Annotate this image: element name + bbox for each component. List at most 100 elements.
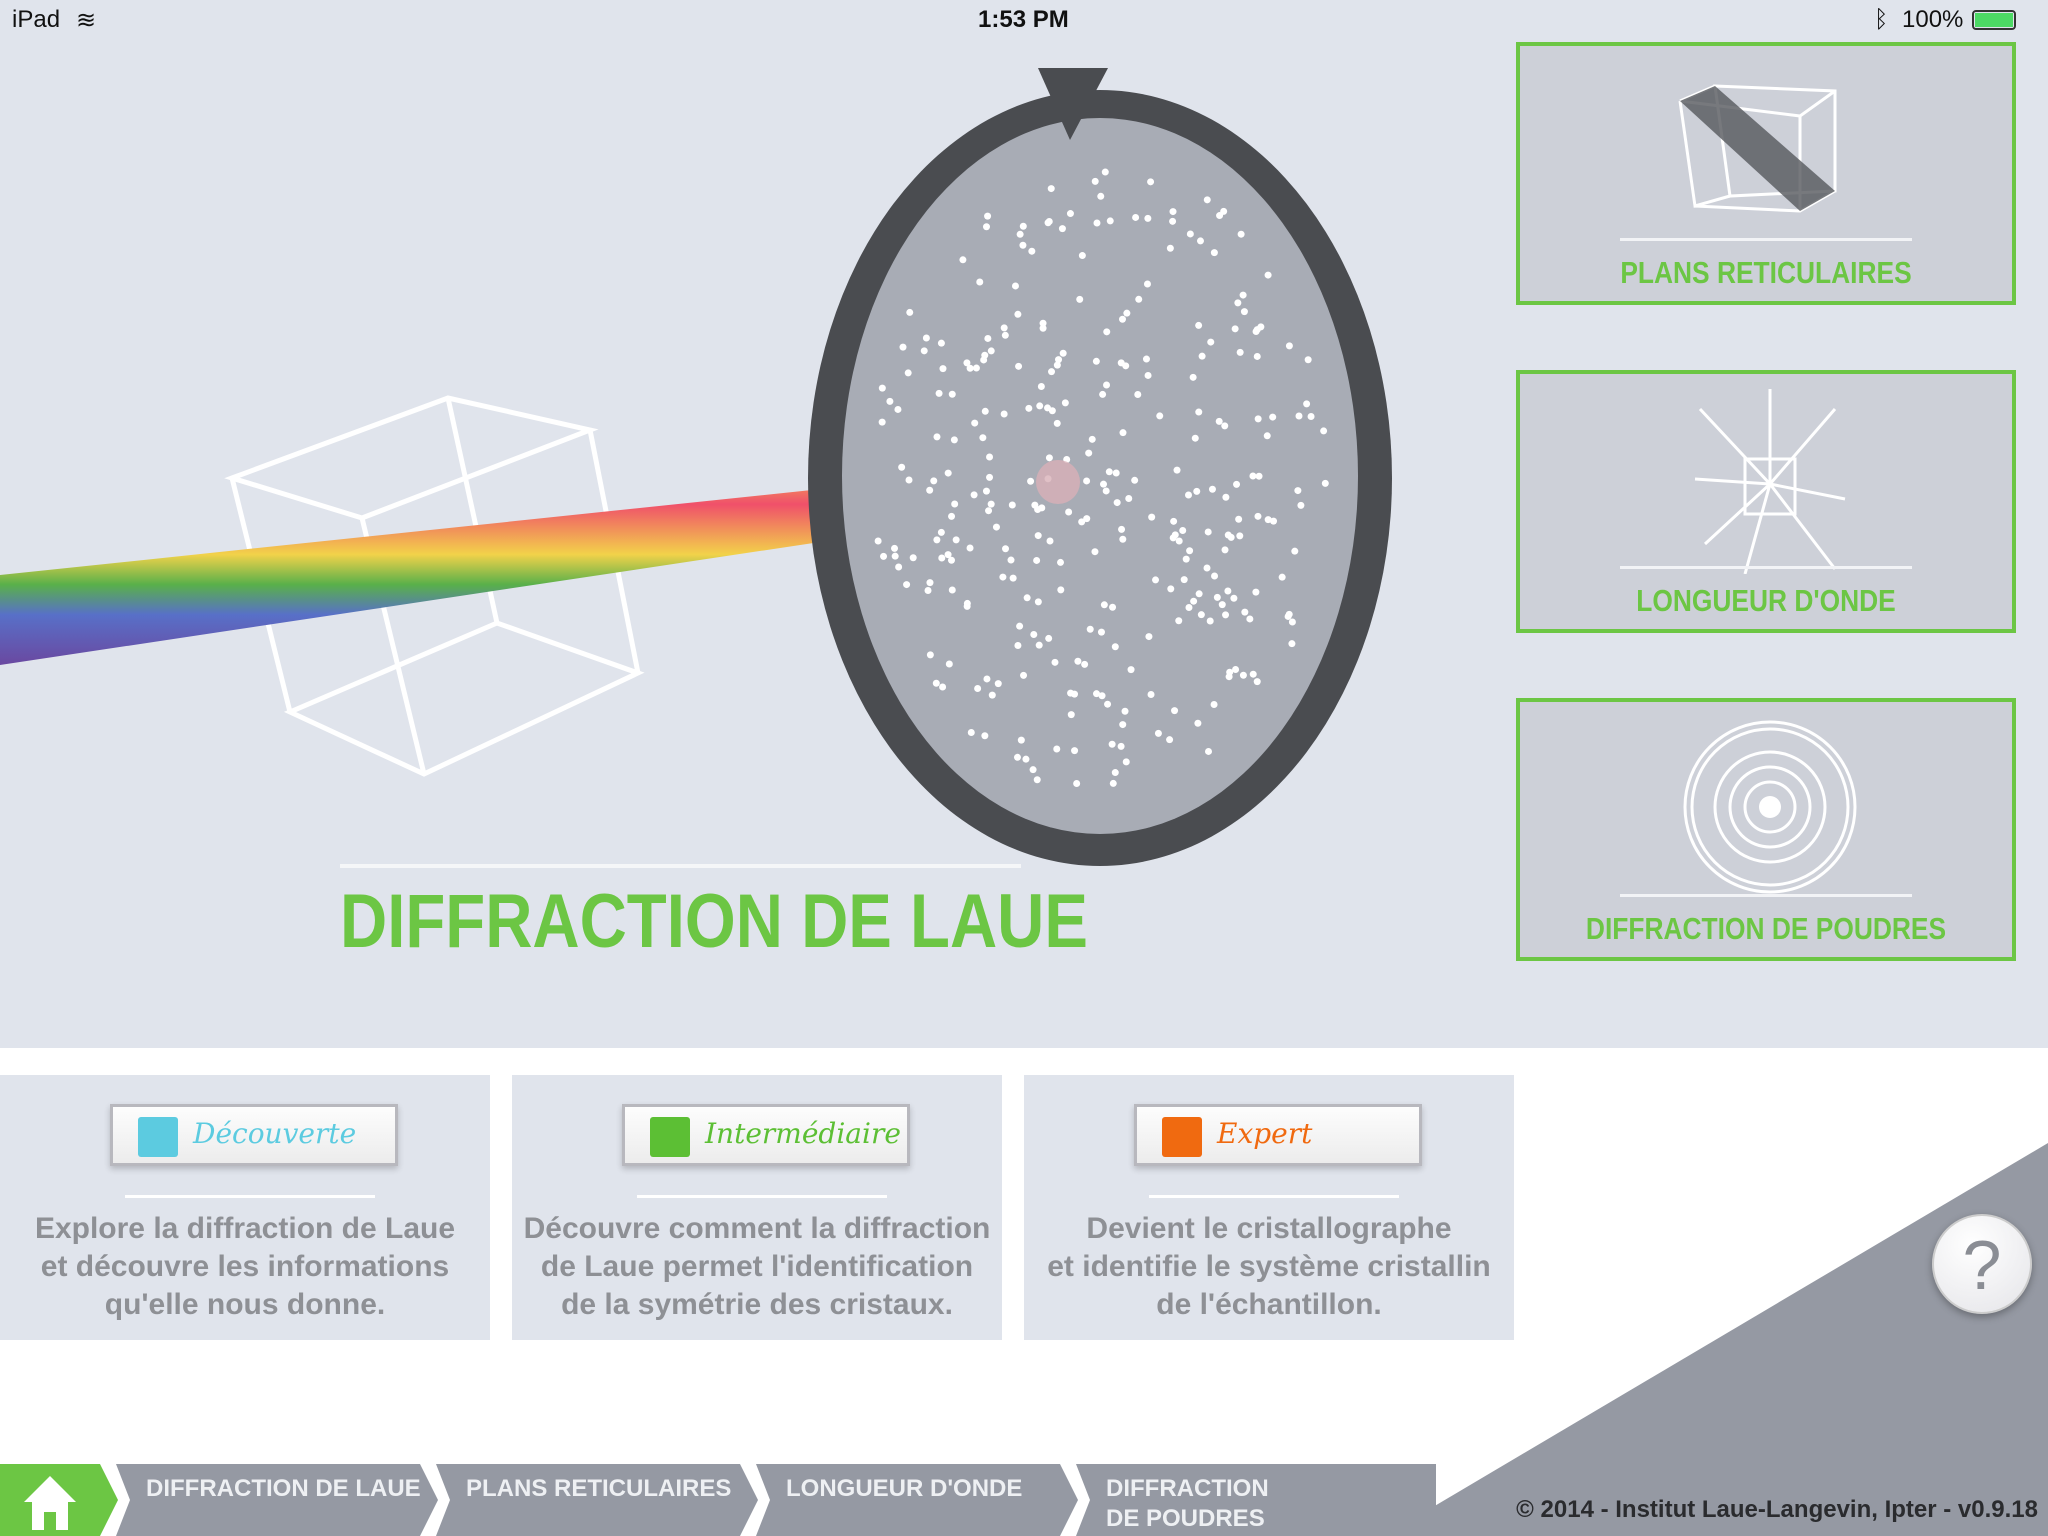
diffraction-spot — [966, 364, 974, 372]
diffraction-spot — [1034, 598, 1042, 606]
diffraction-spot — [982, 487, 990, 495]
diffraction-spot — [1093, 690, 1101, 698]
diffraction-spot — [1132, 213, 1140, 221]
diffraction-spot — [985, 507, 993, 515]
diffraction-spot — [1016, 622, 1024, 630]
diffraction-spot — [1195, 408, 1203, 416]
diffraction-spot — [1191, 434, 1199, 442]
diffraction-spot — [1039, 324, 1047, 332]
diffraction-spot — [1100, 480, 1108, 488]
diffraction-spot — [903, 581, 911, 589]
diffraction-spot — [1013, 753, 1021, 761]
diffraction-spot — [1045, 634, 1053, 642]
diffraction-spot — [904, 369, 912, 377]
expert-button[interactable]: Expert — [1134, 1104, 1422, 1166]
diffraction-spot — [1134, 390, 1142, 398]
diffraction-spot — [1131, 476, 1139, 484]
diffraction-spot — [899, 343, 907, 351]
breadcrumb-diffraction-de-poudres[interactable]: DIFFRACTION DE POUDRES — [1076, 1464, 1436, 1536]
diffraction-spot — [1028, 247, 1036, 255]
diffraction-spot — [1100, 601, 1108, 609]
help-button[interactable]: ? — [1932, 1214, 2032, 1314]
diffraction-spot — [1135, 295, 1143, 303]
home-button[interactable] — [0, 1464, 118, 1536]
diffraction-spot — [1016, 230, 1024, 238]
diffraction-spot — [951, 500, 959, 508]
diffraction-spot — [1093, 219, 1101, 227]
diffraction-spot — [1117, 742, 1125, 750]
diffraction-spot — [947, 556, 955, 564]
diffraction-spot — [1074, 657, 1082, 665]
diffraction-spot — [1127, 666, 1135, 674]
diffraction-spot — [970, 491, 978, 499]
diffraction-spot — [891, 552, 899, 560]
diffraction-spot — [1254, 415, 1262, 423]
laue-illustration — [0, 68, 1392, 866]
diffraction-spot — [926, 651, 934, 659]
diffraction-spot — [1034, 506, 1042, 514]
diffraction-spot — [948, 586, 956, 594]
diffraction-spot — [979, 434, 987, 442]
diffraction-spot — [1118, 525, 1126, 533]
card-plans-reticulaires[interactable]: PLANS RETICULAIRES — [1516, 42, 2016, 305]
diffraction-spot — [1108, 740, 1116, 748]
breadcrumb-plans-reticulaires[interactable]: PLANS RETICULAIRES — [436, 1464, 758, 1536]
diffraction-spot — [1086, 625, 1094, 633]
diffraction-spot — [1264, 271, 1272, 279]
clock: 1:53 PM — [978, 6, 1069, 33]
diffraction-spot — [1023, 594, 1031, 602]
diffraction-spot — [1252, 588, 1260, 596]
diffraction-spot — [1303, 400, 1311, 408]
diffraction-spot — [1185, 603, 1193, 611]
diffraction-spot — [999, 573, 1007, 581]
diffraction-spot — [976, 278, 984, 286]
diffraction-spot — [1097, 628, 1105, 636]
diffraction-spot — [983, 675, 991, 683]
diffraction-spot — [986, 453, 994, 461]
diffraction-spot — [1198, 352, 1206, 360]
diffraction-spot — [971, 419, 979, 427]
diffraction-spot — [1144, 214, 1152, 222]
diffraction-spot — [937, 339, 945, 347]
diffraction-spot — [1210, 249, 1218, 257]
level-color-icon — [650, 1117, 690, 1157]
decouverte-button[interactable]: Découverte — [110, 1104, 398, 1166]
diffraction-spot — [984, 212, 992, 220]
diffraction-spot — [878, 384, 886, 392]
diffraction-spot — [1147, 691, 1155, 699]
breadcrumb-diffraction-de-laue[interactable]: DIFFRACTION DE LAUE — [116, 1464, 438, 1536]
diffraction-spot — [1067, 711, 1075, 719]
diffraction-spot — [1091, 177, 1099, 185]
diffraction-spot — [880, 552, 888, 560]
status-bar: iPad ≋ 1:53 PM ᛒ 100% — [0, 0, 2048, 40]
intermediaire-button[interactable]: Intermédiaire — [622, 1104, 910, 1166]
diffraction-spot — [1222, 611, 1230, 619]
breadcrumb-longueur-donde[interactable]: LONGUEUR D'ONDE — [756, 1464, 1078, 1536]
diffraction-spot — [909, 554, 917, 562]
diffraction-spot — [932, 679, 940, 687]
diffraction-spot — [1025, 404, 1033, 412]
diffraction-spot — [1103, 381, 1111, 389]
diffraction-spot — [1204, 747, 1212, 755]
diffraction-spot — [1297, 501, 1305, 509]
diffraction-spot — [891, 544, 899, 552]
diffraction-spot — [1197, 611, 1205, 619]
diffraction-spot — [1111, 769, 1119, 777]
diffraction-spot — [1019, 222, 1027, 230]
diffraction-spot — [1065, 508, 1073, 516]
diffraction-spot — [1035, 641, 1043, 649]
card-longueur-donde[interactable]: LONGUEUR D'ONDE — [1516, 370, 2016, 633]
diffraction-spot — [1291, 547, 1299, 555]
diffraction-spot — [1169, 217, 1177, 225]
card-diffraction-poudres[interactable]: DIFFRACTION DE POUDRES — [1516, 698, 2016, 961]
diffraction-spot — [938, 554, 946, 562]
detector-pointer-icon — [1038, 68, 1108, 140]
diffraction-spot — [1019, 241, 1027, 249]
diffraction-spot — [1078, 252, 1086, 260]
diffraction-spot — [1175, 537, 1183, 545]
diffraction-spot — [974, 684, 982, 692]
diffraction-spot — [1239, 671, 1247, 679]
diffraction-spot — [1255, 472, 1263, 480]
diffraction-spot — [1246, 615, 1254, 623]
